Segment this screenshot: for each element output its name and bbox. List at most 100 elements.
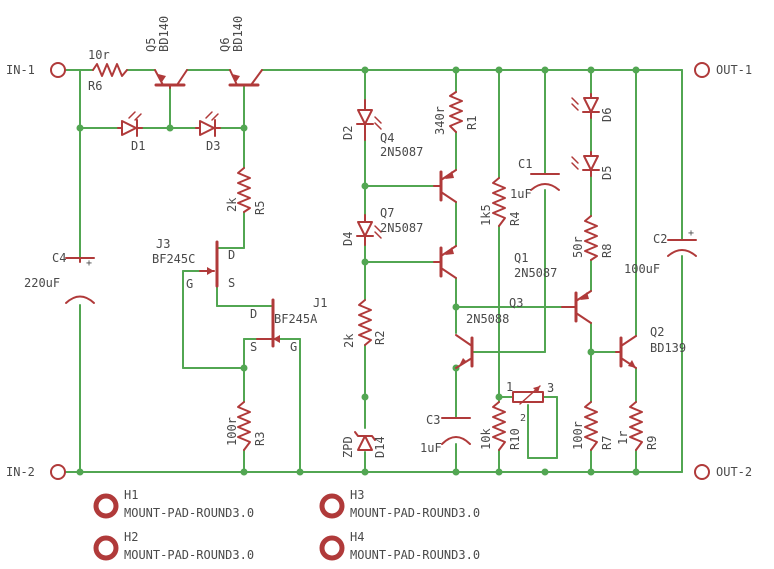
svg-text:OUT-2: OUT-2 (716, 465, 752, 479)
svg-text:OUT-1: OUT-1 (716, 63, 752, 77)
svg-text:D5: D5 (600, 166, 614, 180)
transistor-q1-label: Q1 2N5087 (514, 251, 557, 280)
transistor-q7: Q7 2N5087 (380, 206, 457, 279)
led-d3: D3 (195, 111, 221, 153)
svg-text:R5: R5 (253, 201, 267, 215)
led-d1: D1 (117, 111, 145, 153)
capacitor-c3: C3 1uF (420, 413, 471, 455)
resistor-r5: 2k R5 (225, 167, 267, 215)
svg-text:R9: R9 (645, 436, 659, 450)
svg-text:50r: 50r (571, 236, 585, 258)
jfet-j3: J3 BF245C D G S (152, 237, 235, 291)
svg-text:G: G (186, 277, 193, 291)
resistor-r1: 340r R1 (433, 91, 479, 135)
mount-pad-h1: H1 MOUNT-PAD-ROUND3.0 (93, 488, 254, 520)
svg-text:D14: D14 (373, 436, 387, 458)
svg-text:Q7: Q7 (380, 206, 394, 220)
jfet-j1: J1 BF245A D S G (250, 296, 327, 354)
svg-text:1uF: 1uF (510, 187, 532, 201)
svg-text:Q4: Q4 (380, 131, 394, 145)
svg-text:2k: 2k (225, 197, 239, 212)
transistor-q4: Q4 2N5087 (380, 131, 457, 203)
svg-text:1r: 1r (616, 431, 630, 445)
svg-text:2N5088: 2N5088 (466, 312, 509, 326)
svg-text:1uF: 1uF (420, 441, 442, 455)
svg-text:H4: H4 (350, 530, 364, 544)
svg-text:D4: D4 (341, 232, 355, 246)
svg-text:MOUNT-PAD-ROUND3.0: MOUNT-PAD-ROUND3.0 (350, 506, 480, 520)
resistor-r2: 2k R2 (342, 299, 387, 348)
svg-text:D6: D6 (600, 108, 614, 122)
svg-text:2N5087: 2N5087 (514, 266, 557, 280)
svg-text:BF245C: BF245C (152, 252, 195, 266)
led-d4: D4 (341, 214, 382, 246)
svg-text:100r: 100r (571, 421, 585, 450)
svg-text:BD140: BD140 (231, 16, 245, 52)
svg-text:J1: J1 (313, 296, 327, 310)
svg-text:R6: R6 (88, 79, 102, 93)
svg-text:+: + (688, 228, 694, 239)
svg-text:R1: R1 (465, 116, 479, 130)
svg-text:2: 2 (520, 413, 526, 424)
transistor-q2: Q2 BD139 (615, 325, 686, 369)
transistor-q6: Q6 BD140 (218, 16, 263, 87)
svg-text:C1: C1 (518, 157, 532, 171)
svg-text:H3: H3 (350, 488, 364, 502)
svg-text:D2: D2 (341, 126, 355, 140)
svg-text:BF245A: BF245A (274, 312, 318, 326)
svg-text:10k: 10k (479, 428, 493, 450)
svg-text:Q1: Q1 (514, 251, 528, 265)
svg-text:C4: C4 (52, 251, 66, 265)
mount-pad-h4: H4 MOUNT-PAD-ROUND3.0 (319, 530, 480, 562)
svg-text:3: 3 (547, 381, 554, 395)
svg-text:G: G (290, 340, 297, 354)
svg-text:H2: H2 (124, 530, 138, 544)
svg-text:R2: R2 (373, 331, 387, 345)
svg-text:100uF: 100uF (624, 262, 660, 276)
svg-text:D: D (250, 307, 257, 321)
transistor-q5: Q5 BD140 (144, 16, 188, 89)
svg-text:2N5087: 2N5087 (380, 145, 423, 159)
svg-text:R8: R8 (600, 244, 614, 258)
svg-text:R3: R3 (253, 432, 267, 446)
svg-text:R10: R10 (508, 428, 522, 450)
svg-text:1k5: 1k5 (479, 204, 493, 226)
svg-text:S: S (250, 340, 257, 354)
junctions (76, 66, 640, 476)
svg-text:2k: 2k (342, 333, 356, 348)
resistor-r6: 10r R6 (88, 48, 128, 93)
trimmer-r10: 1 3 2 10k R10 (479, 380, 554, 451)
port-out2: OUT-2 (694, 464, 752, 480)
led-d5: D5 (571, 151, 614, 180)
led-d6: D6 (571, 93, 614, 122)
svg-text:D3: D3 (206, 139, 220, 153)
svg-text:IN-2: IN-2 (6, 465, 35, 479)
svg-text:100r: 100r (225, 417, 239, 446)
capacitor-c4: + C4 220uF (24, 251, 95, 304)
mount-pad-h2: H2 MOUNT-PAD-ROUND3.0 (93, 530, 254, 562)
resistor-r9: 1r R9 (616, 401, 659, 451)
svg-text:MOUNT-PAD-ROUND3.0: MOUNT-PAD-ROUND3.0 (350, 548, 480, 562)
svg-text:MOUNT-PAD-ROUND3.0: MOUNT-PAD-ROUND3.0 (124, 548, 254, 562)
zener-d14: ZPD D14 (341, 431, 387, 458)
svg-text:C2: C2 (653, 232, 667, 246)
led-d2: D2 (341, 99, 382, 141)
transistor-q3: Q3 2N5088 (455, 296, 523, 369)
resistor-r4: 1k5 R4 (479, 177, 522, 227)
svg-text:Q3: Q3 (509, 296, 523, 310)
svg-text:340r: 340r (433, 106, 447, 135)
resistor-r7: 100r R7 (571, 401, 614, 451)
svg-text:J3: J3 (156, 237, 170, 251)
capacitor-c2: + C2 100uF (624, 228, 697, 276)
wires (65, 69, 683, 473)
svg-text:2N5087: 2N5087 (380, 221, 423, 235)
svg-text:BD139: BD139 (650, 341, 686, 355)
svg-text:1: 1 (506, 380, 513, 394)
svg-text:220uF: 220uF (24, 276, 60, 290)
svg-text:ZPD: ZPD (341, 436, 355, 458)
svg-text:BD140: BD140 (157, 16, 171, 52)
resistor-r8: 50r R8 (571, 215, 614, 261)
svg-text:MOUNT-PAD-ROUND3.0: MOUNT-PAD-ROUND3.0 (124, 506, 254, 520)
capacitor-c1: C1 1uF (510, 157, 560, 201)
